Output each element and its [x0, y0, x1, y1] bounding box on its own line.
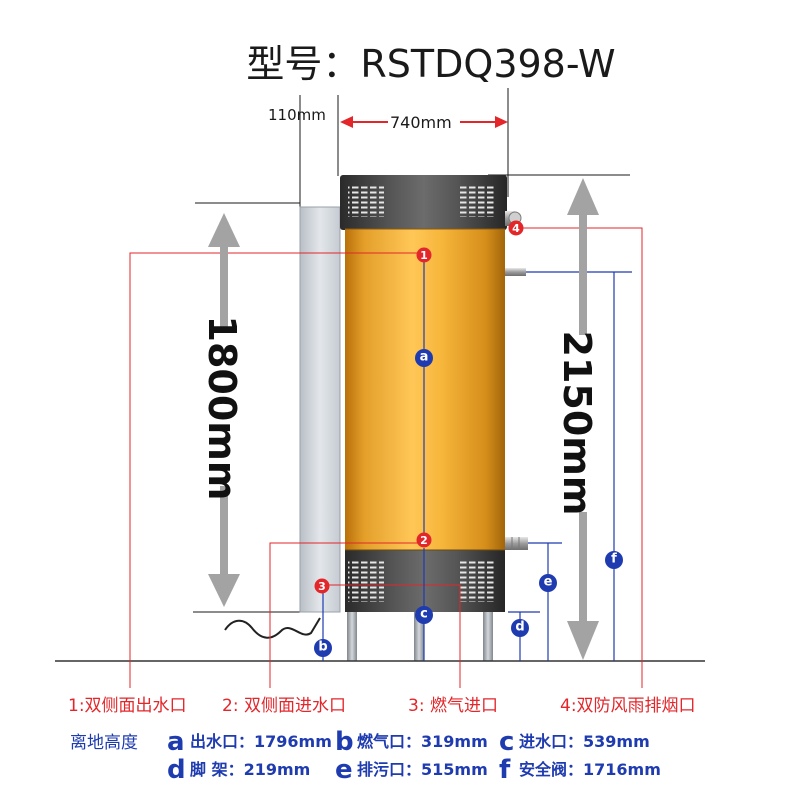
height-legend-key-d: d: [167, 755, 186, 785]
height-marker-a: a: [415, 349, 433, 367]
port-marker-label: 4: [512, 222, 520, 235]
body-height-arrow: [208, 213, 240, 607]
leg-right: [483, 612, 493, 661]
vent-grille-bottom-left: [348, 560, 384, 602]
port-4-leader: [516, 227, 643, 688]
port-legend-item-3: 3: 燃气进口: [408, 696, 498, 716]
height-legend: 离地高度 a 出水口：1796mm b 燃气口：319mm c 进水口：539m…: [70, 727, 661, 785]
arrow-shaft-top: [579, 213, 587, 335]
drain-pipe: [505, 537, 528, 550]
height-lines: [322, 262, 632, 661]
port-marker-circle: [508, 220, 524, 236]
height-legend-text-c: 进水口：539mm: [519, 732, 650, 751]
port-marker-circle: [416, 532, 432, 548]
height-legend-key-f: f: [499, 755, 511, 785]
vent-grille-top-left: [348, 185, 384, 217]
height-marker-circle: [415, 349, 433, 367]
vent-grille-top-right: [459, 185, 495, 217]
height-marker-b: b: [314, 639, 332, 657]
height-legend-text-b: 燃气口：319mm: [357, 732, 488, 751]
arrowhead-up: [567, 178, 599, 215]
body-width-arrow: [340, 116, 508, 128]
arrowhead-right: [495, 116, 508, 128]
arrow-shaft-bottom: [220, 486, 228, 578]
height-marker-f: f: [605, 551, 623, 569]
side-width-label: 110mm: [268, 106, 326, 124]
height-marker-e: e: [539, 574, 557, 592]
model-title: 型号：RSTDQ398-W: [246, 42, 615, 86]
port-2-leader: [269, 542, 424, 688]
extension-lines: [193, 88, 630, 613]
total-height-label: 2150mm: [555, 331, 599, 516]
arrowhead-left: [340, 116, 353, 128]
port-marker-label: 3: [318, 580, 326, 593]
height-marker-label: d: [515, 620, 524, 635]
height-legend-key-b: b: [335, 727, 354, 757]
port-leader-lines: [129, 227, 643, 688]
height-legend-key-e: e: [335, 755, 353, 785]
height-legend-text-e: 排污口：515mm: [357, 760, 488, 779]
port-marker-4: 4: [508, 220, 524, 236]
gas-hose: [224, 617, 321, 639]
height-legend-key-a: a: [167, 727, 185, 757]
height-marker-circle: [605, 551, 623, 569]
port-marker-1: 1: [416, 247, 432, 263]
height-marker-label: b: [318, 640, 327, 655]
port-legend-item-4: 4:双防风雨排烟口: [560, 696, 696, 716]
height-marker-d: d: [511, 619, 529, 637]
height-marker-label: e: [544, 575, 553, 590]
height-marker-circle: [539, 574, 557, 592]
height-legend-heading: 离地高度: [70, 733, 138, 753]
port-marker-circle: [314, 578, 330, 594]
tank-body: [345, 229, 505, 550]
port-legend: 1:双侧面出水口 2: 双侧面进水口 3: 燃气进口 4:双防风雨排烟口: [68, 696, 696, 716]
body-height-label: 1800mm: [200, 316, 244, 501]
port-marker-2: 2: [416, 532, 432, 548]
height-legend-text-f: 安全阀：1716mm: [519, 760, 661, 779]
side-panel: [299, 206, 341, 613]
port-marker-label: 1: [420, 249, 428, 262]
port-marker-3: 3: [314, 578, 330, 594]
height-marker-label: a: [420, 350, 429, 365]
height-legend-text-a: 出水口：1796mm: [190, 732, 332, 751]
height-marker-circle: [314, 639, 332, 657]
port-1-leader: [129, 252, 424, 688]
safety-valve-pipe: [505, 268, 526, 276]
arrowhead-up: [208, 213, 240, 247]
leg-middle: [414, 612, 424, 661]
total-height-arrow: [567, 178, 599, 660]
height-marker-c: c: [415, 606, 433, 624]
height-marker-circle: [415, 606, 433, 624]
height-marker-circle: [511, 619, 529, 637]
body-width-label: 740mm: [390, 113, 452, 132]
arrow-shaft-bottom: [579, 512, 587, 624]
arrowhead-down: [567, 621, 599, 660]
vent-grille-bottom-right: [459, 560, 495, 602]
port-legend-item-1: 1:双侧面出水口: [68, 696, 187, 716]
port-marker-circle: [416, 247, 432, 263]
height-legend-key-c: c: [499, 727, 514, 757]
arrowhead-down: [208, 574, 240, 607]
leg-left: [347, 612, 357, 661]
port-legend-item-2: 2: 双侧面进水口: [222, 696, 346, 716]
port-3-leader: [322, 584, 461, 688]
arrow-shaft-top: [220, 245, 228, 330]
port-marker-label: 2: [420, 534, 428, 547]
height-legend-text-d: 脚 架：219mm: [190, 760, 310, 779]
height-marker-label: f: [611, 552, 617, 567]
height-marker-label: c: [420, 607, 428, 622]
